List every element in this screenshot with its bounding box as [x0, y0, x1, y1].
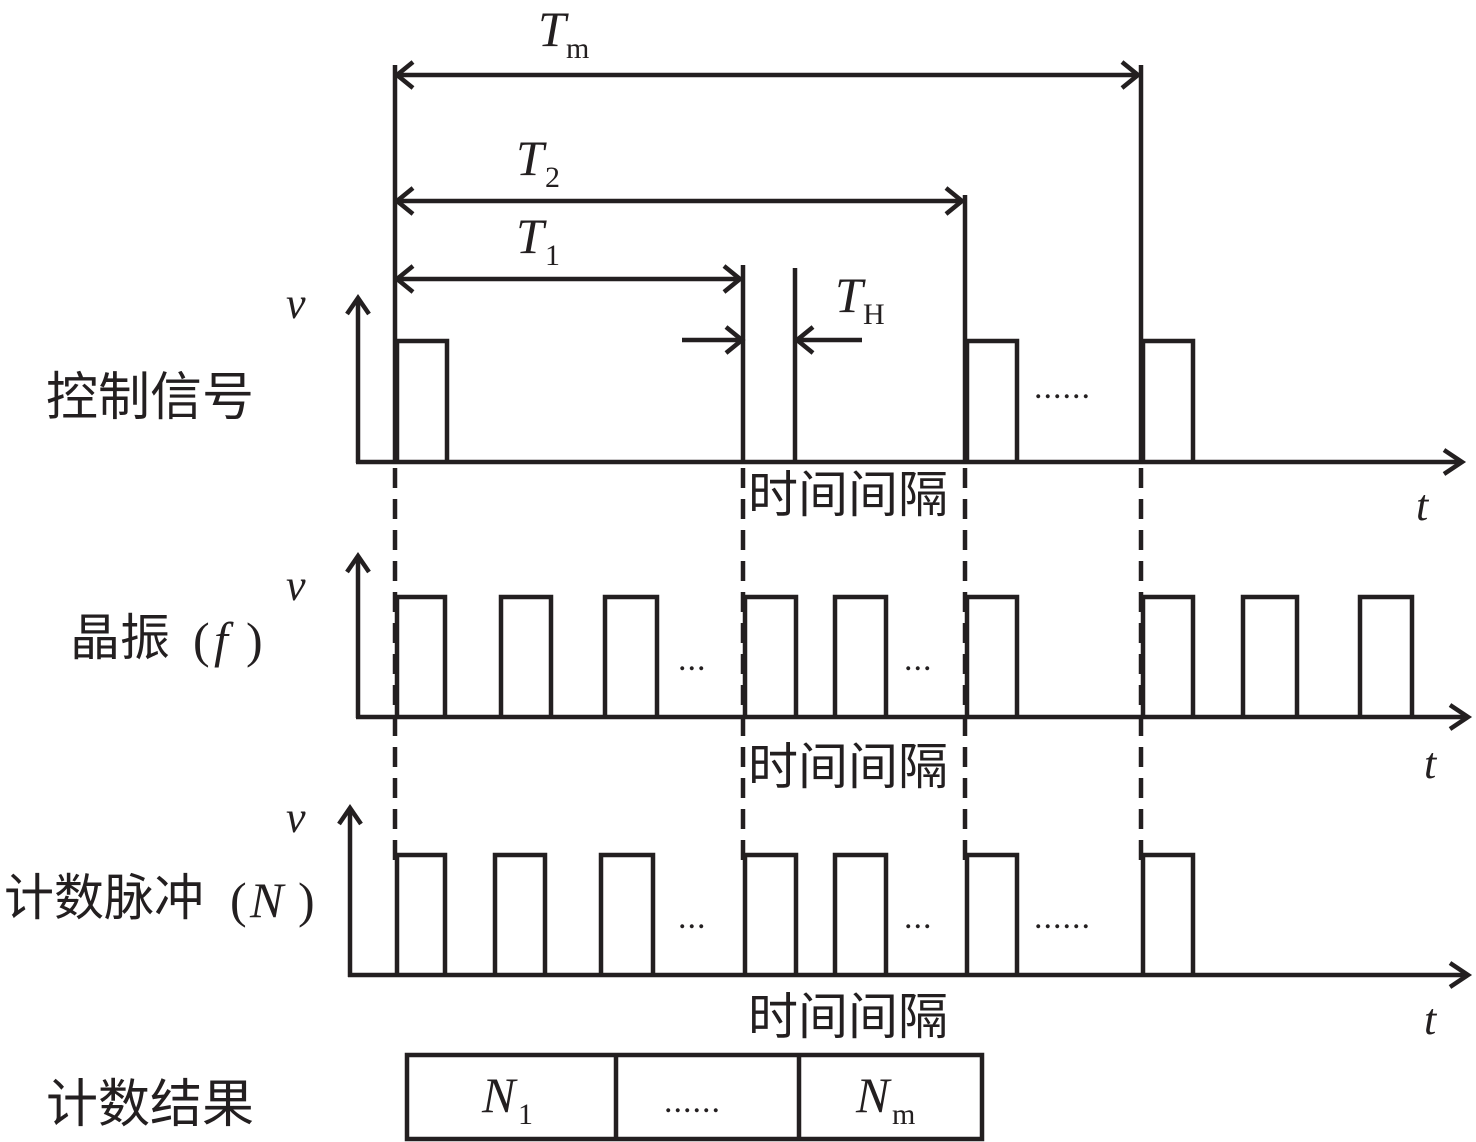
result-Nm-subscript: m [892, 1098, 915, 1131]
crystal-pulse [1140, 594, 1196, 717]
crystal-interval-label: 时间间隔 [748, 738, 948, 796]
crystal-pulse [964, 594, 1020, 717]
row-count-pulses: 计数脉冲 ( N ) v t ... ... ...... 时间间隔 [4, 793, 1473, 1046]
T2-arrow-right-head [944, 186, 966, 216]
result-ellipsis: ...... [664, 1083, 721, 1120]
Tm-symbol: T [538, 1, 569, 57]
count-pulse [492, 852, 548, 975]
crystal-pulse [1240, 594, 1300, 717]
crystal-pulse [742, 594, 799, 717]
T1-subscript: 1 [545, 239, 560, 272]
crystal-pulse [832, 594, 889, 717]
control-pulse [1140, 338, 1196, 462]
control-pulse [964, 338, 1020, 462]
count-pulse [598, 852, 656, 975]
crystal-ellipsis-1: ... [678, 641, 707, 678]
crystal-pulse [498, 594, 554, 717]
row-crystal-oscillator: 晶振 ( f ) v t ... ... 时间间隔 [70, 552, 1473, 796]
result-N1-symbol: N [481, 1067, 518, 1123]
crystal-pulse [394, 594, 448, 717]
control-interval-label: 时间间隔 [748, 466, 948, 524]
count-pulses [394, 852, 1196, 975]
crystal-ellipsis-2: ... [904, 641, 933, 678]
result-Nm-symbol: N [855, 1067, 892, 1123]
count-label-var: N [249, 872, 286, 928]
crystal-pulses [394, 594, 1415, 717]
count-pulse [394, 852, 448, 975]
control-pulses [394, 338, 1196, 462]
count-v-axis-arrowhead [337, 804, 363, 826]
count-pulse [1140, 852, 1196, 975]
count-label-cn: 计数脉冲 [4, 869, 204, 927]
control-v-axis-arrowhead [345, 294, 371, 316]
count-label-close-paren: ) [298, 872, 315, 928]
count-t-axis-arrowhead [1448, 961, 1473, 989]
crystal-t-axis-arrowhead [1448, 703, 1473, 731]
crystal-label-open-paren: ( [193, 612, 210, 668]
T2-symbol: T [516, 130, 547, 186]
result-table-frame [404, 1052, 985, 1142]
control-signal-label: 控制信号 [46, 368, 254, 428]
count-axis-v-label: v [286, 793, 306, 842]
dimension-Tm: T m [393, 1, 1142, 90]
crystal-v-axis-arrowhead [345, 552, 371, 574]
crystal-label-cn: 晶振 [70, 609, 170, 667]
Tm-arrow-right-head [1120, 60, 1142, 90]
count-pulse [742, 852, 799, 975]
crystal-axis-t-label: t [1424, 739, 1438, 788]
crystal-label-close-paren: ) [246, 612, 263, 668]
T1-symbol: T [516, 208, 547, 264]
row-control-signal: 控制信号 v t ...... 时间间隔 [46, 279, 1467, 530]
count-ellipsis-1: ... [678, 899, 707, 936]
crystal-pulse [602, 594, 660, 717]
TH-subscript: H [863, 298, 885, 331]
TH-symbol: T [835, 267, 866, 323]
result-cell-ellipsis: ...... [664, 1083, 721, 1120]
count-ellipsis-2: ... [904, 899, 933, 936]
result-cell-N1: N 1 [481, 1067, 533, 1131]
count-interval-label: 时间间隔 [748, 988, 948, 1046]
count-ellipsis-3: ...... [1034, 899, 1091, 936]
dimension-TH: T H [682, 267, 885, 462]
result-N1-subscript: 1 [518, 1098, 533, 1131]
control-t-axis-arrowhead [1442, 448, 1467, 476]
T2-subscript: 2 [545, 161, 560, 194]
control-ellipsis: ...... [1034, 369, 1091, 406]
Tm-subscript: m [566, 32, 589, 65]
crystal-label-var: f [214, 612, 234, 668]
count-pulse [964, 852, 1020, 975]
control-pulse [394, 338, 450, 462]
crystal-axis-v-label: v [286, 561, 306, 610]
control-axis-t-label: t [1416, 481, 1430, 530]
count-result-label: 计数结果 [46, 1075, 254, 1135]
T1-arrow-right-head [722, 264, 744, 294]
count-pulse [832, 852, 889, 975]
result-cell-Nm: N m [855, 1067, 915, 1131]
count-label-open-paren: ( [230, 872, 247, 928]
crystal-pulse [1357, 594, 1415, 717]
dimension-T1: T 1 [393, 208, 744, 294]
dimension-T2: T 2 [393, 130, 966, 216]
control-axis-v-label: v [286, 279, 306, 328]
count-result: 计数结果 N 1 ...... N m [46, 1052, 985, 1142]
count-axis-t-label: t [1424, 995, 1438, 1044]
